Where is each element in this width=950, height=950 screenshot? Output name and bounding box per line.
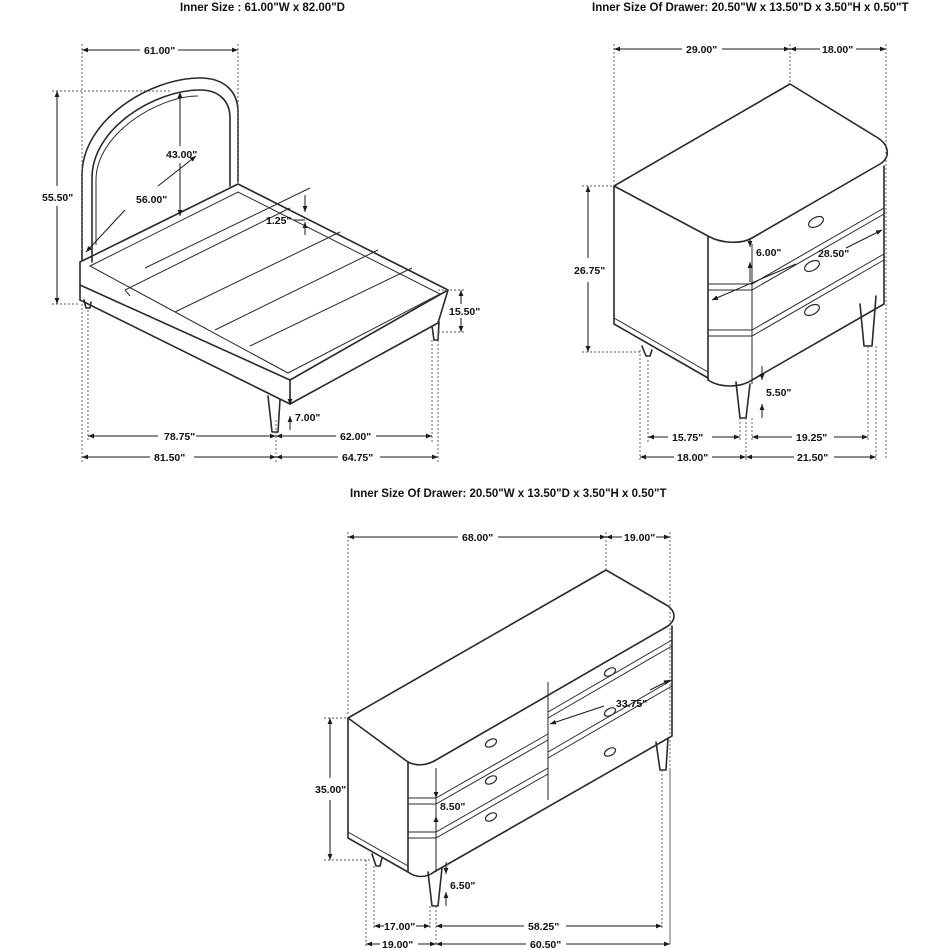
bed-inner-width-label: 62.00" <box>340 431 371 443</box>
chest-dimensions: 29.00" 18.00" 26.75" 6.00" 28.50" 5.50" <box>574 44 887 464</box>
chest-inner-depth-label: 15.75" <box>672 432 703 444</box>
chest-drawer-width-label: 28.50" <box>818 248 849 260</box>
bed-inner-length-label: 78.75" <box>164 431 195 443</box>
dresser-drawing <box>347 569 675 907</box>
dresser-dimensions: 68.00" 19.00" 33.75" 35.00" 8.50" 6.50" <box>315 532 671 950</box>
chest-leg-height-label: 5.50" <box>766 387 791 399</box>
bed-clearance-label: 7.00" <box>295 412 320 424</box>
bed-overall-length-label: 81.50" <box>154 452 185 464</box>
chest-depth-label: 18.00" <box>822 44 853 56</box>
dresser-base-depth-label: 19.00" <box>382 939 413 950</box>
dresser-depth-label: 19.00" <box>624 532 655 544</box>
bed-rail-height-label: 15.50" <box>449 306 480 318</box>
chest-inner-width-label: 19.25" <box>796 432 827 444</box>
bed-dimensions: 61.00" 55.50" 43.00" 56.00" 1.25" 15.50"… <box>42 44 480 464</box>
bed-slat-depth-label: 1.25" <box>266 215 291 227</box>
bed-inner-size-title: Inner Size : 61.00"W x 82.00"D <box>180 2 345 14</box>
dresser-base-width-label: 60.50" <box>530 939 561 950</box>
dresser-inner-width-label: 58.25" <box>528 921 559 933</box>
chest-drawing <box>613 83 889 419</box>
chest-base-depth-label: 18.00" <box>677 452 708 464</box>
dresser-drawer-height-label: 8.50" <box>440 801 465 813</box>
bed-drawing <box>79 77 449 433</box>
dresser-leg-height-label: 6.50" <box>450 880 475 892</box>
chest-drawer-size-title: Inner Size Of Drawer: 20.50"W x 13.50"D … <box>592 2 908 14</box>
dresser-height-label: 35.00" <box>315 784 346 796</box>
chest-width-label: 29.00" <box>686 44 717 56</box>
dresser-inner-depth-label: 17.00" <box>384 921 415 933</box>
dresser-width-label: 68.00" <box>462 532 493 544</box>
bed-headboard-inner-width-label: 56.00" <box>136 194 167 206</box>
bed-overall-width-label: 64.75" <box>342 452 373 464</box>
bed-overall-height-label: 55.50" <box>42 192 73 204</box>
dresser-drawer-size-title: Inner Size Of Drawer: 20.50"W x 13.50"D … <box>350 488 666 500</box>
dresser-drawer-width-label: 33.75" <box>616 698 647 710</box>
bed-headboard-width-label: 61.00" <box>144 45 175 57</box>
bed-headboard-height-label: 43.00" <box>166 149 197 161</box>
chest-height-label: 26.75" <box>574 265 605 277</box>
chest-base-width-label: 21.50" <box>797 452 828 464</box>
chest-drawer-height-label: 6.00" <box>756 247 781 259</box>
